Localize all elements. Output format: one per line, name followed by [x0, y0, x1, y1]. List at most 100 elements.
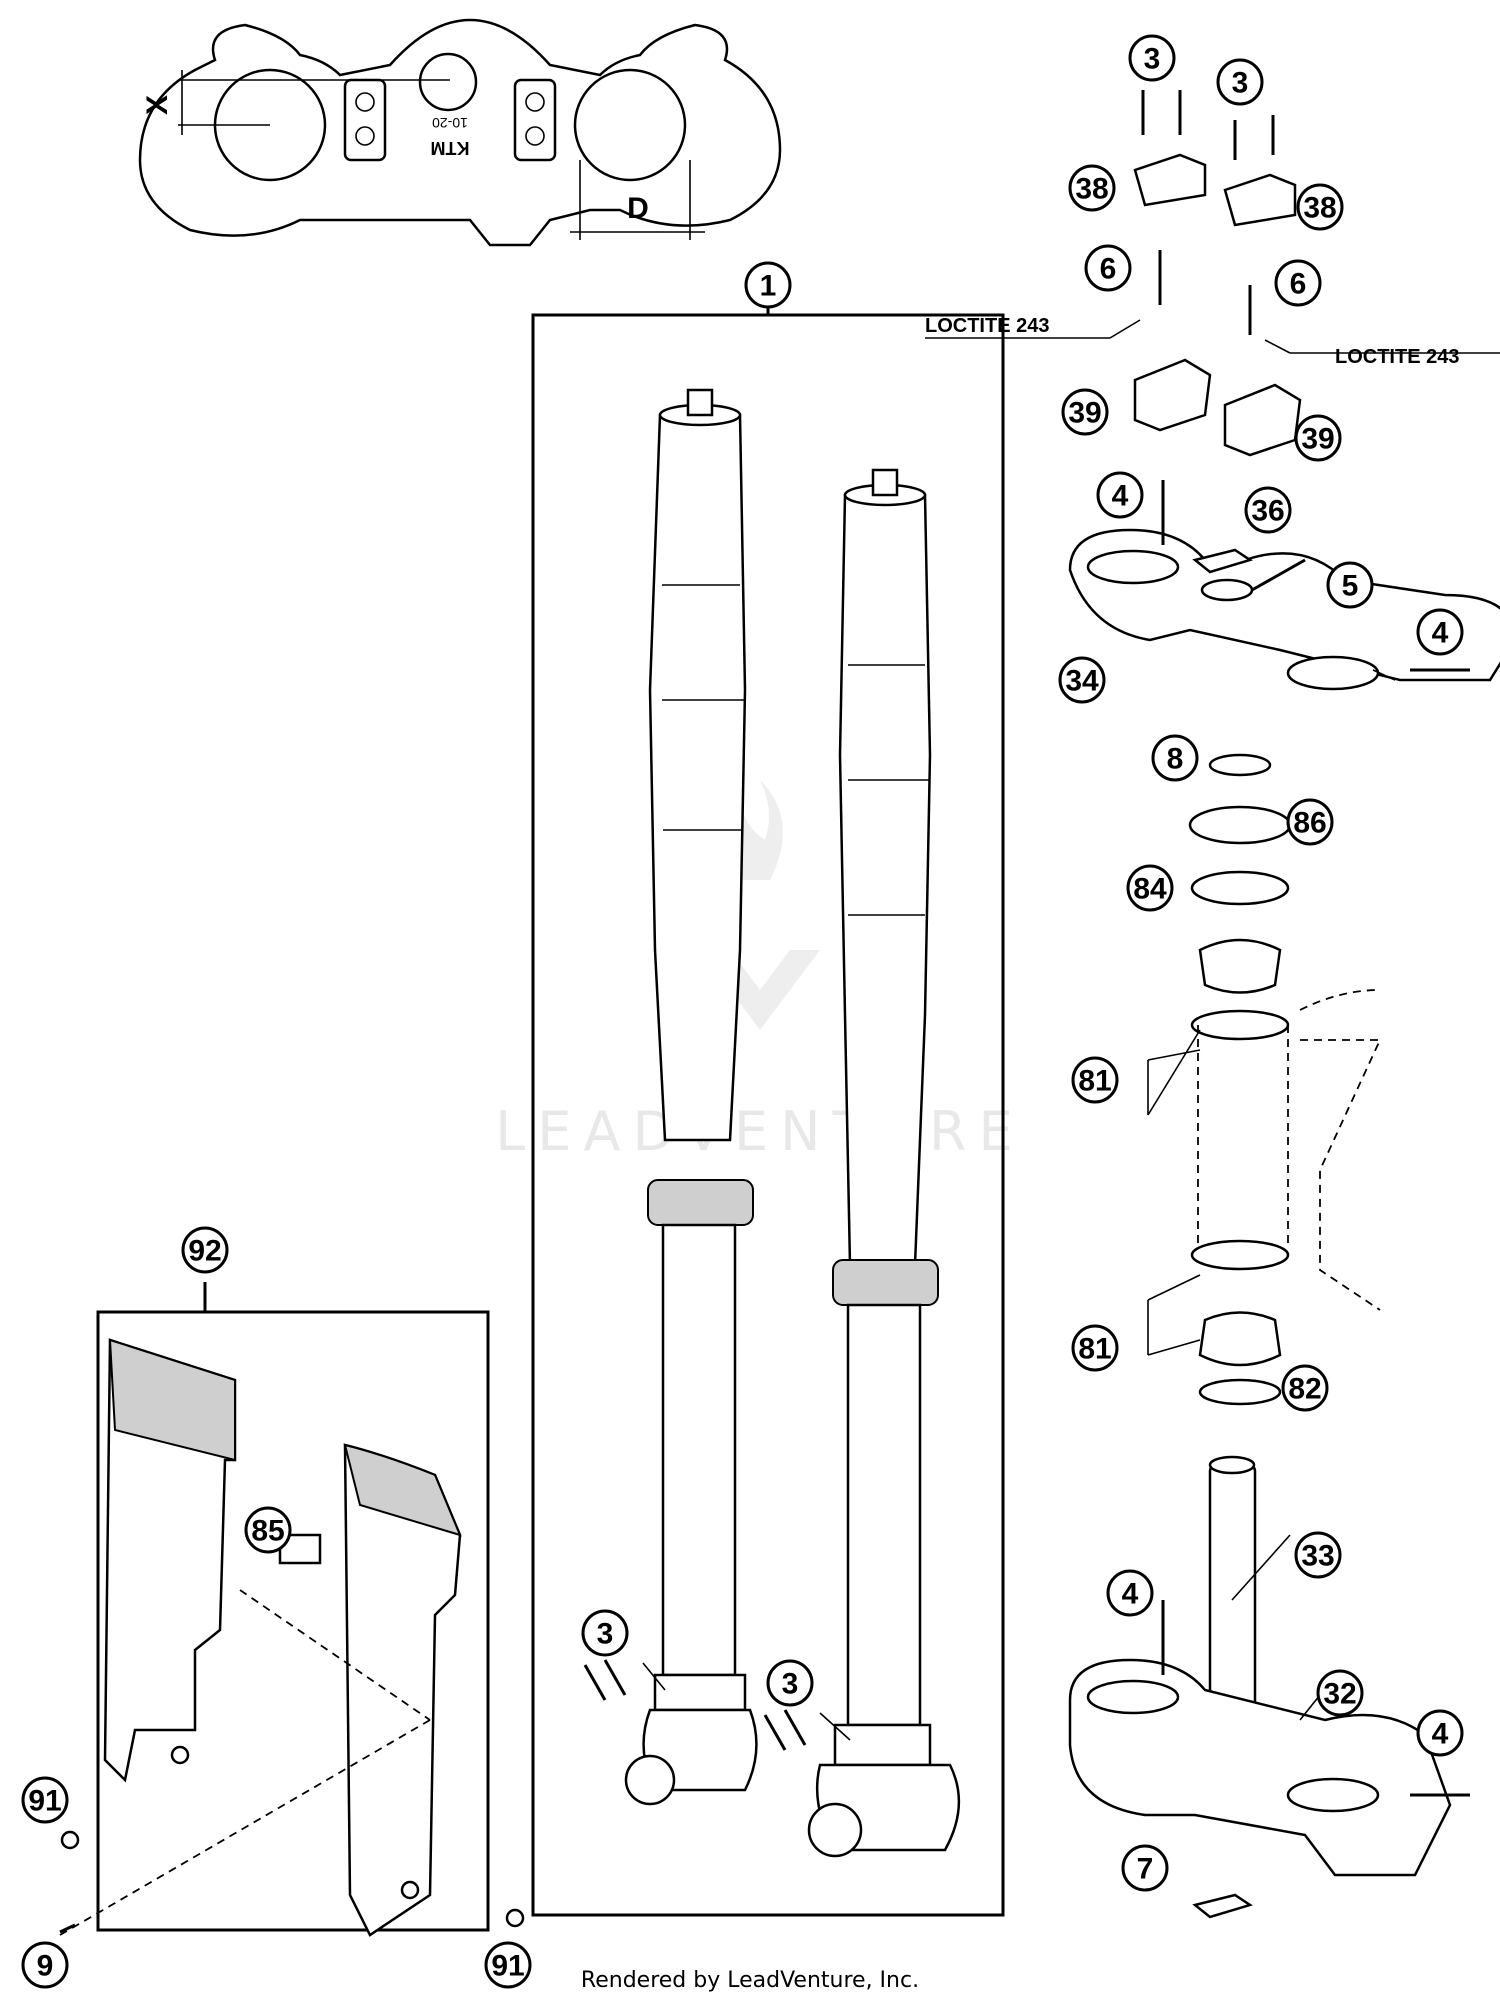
callout-circle — [1281, 1364, 1329, 1412]
callout-circle — [1058, 656, 1106, 704]
axle-clamp-bolts-right — [763, 1709, 807, 1751]
callout-circle — [21, 1776, 69, 1824]
callout-3c: 3 — [581, 1609, 629, 1657]
callout-circle — [1096, 471, 1144, 519]
callout-number: 7 — [1137, 1853, 1154, 1886]
callout-number: 9 — [37, 1950, 54, 1983]
callout-number: 3 — [1144, 43, 1161, 76]
callout-circle — [1068, 164, 1116, 212]
callout-circle — [1326, 561, 1374, 609]
callout-number: 85 — [251, 1515, 284, 1548]
callout-6b: 6 — [1274, 259, 1322, 307]
callout-81b: 81 — [1071, 1324, 1119, 1372]
screw-91-right — [505, 1908, 525, 1928]
lower-triple-clamp — [1068, 1658, 1452, 1877]
callout-number: 4 — [1112, 480, 1129, 513]
callout-32: 32 — [1316, 1669, 1364, 1717]
callout-number: 3 — [782, 1668, 799, 1701]
callout-82: 82 — [1281, 1364, 1329, 1412]
callout-39a: 39 — [1061, 388, 1109, 436]
fork-guard-right — [343, 1443, 462, 1937]
callout-circle — [1416, 608, 1464, 656]
nut-7 — [1192, 1893, 1253, 1919]
handlebar-clamp-left — [1133, 153, 1207, 207]
callout-number: 81 — [1078, 1333, 1111, 1366]
callout-number: 34 — [1065, 665, 1099, 698]
clamp-bolts-3 — [1141, 90, 1275, 160]
callout-circle — [181, 1226, 229, 1274]
screw-91-left — [60, 1830, 80, 1850]
callout-number: 38 — [1303, 192, 1336, 225]
callout-number: 1 — [760, 270, 777, 303]
callout-circle — [1296, 183, 1344, 231]
callout-circle — [766, 1659, 814, 1707]
callout-circle — [1151, 734, 1199, 782]
callout-number: 6 — [1290, 268, 1307, 301]
callout-number: 6 — [1100, 253, 1117, 286]
clamp-logo: KTM — [431, 138, 470, 158]
callout-number: 3 — [1232, 67, 1249, 100]
callout-circle — [1294, 1531, 1342, 1579]
callout-8: 8 — [1151, 734, 1199, 782]
callout-6a: 6 — [1084, 244, 1132, 292]
callout-circle — [1416, 1709, 1464, 1757]
washer-86 — [1188, 805, 1292, 845]
callout-91a: 91 — [21, 1776, 69, 1824]
callout-number: 82 — [1288, 1373, 1321, 1406]
callout-number: 36 — [1251, 495, 1284, 528]
callout-81a: 81 — [1071, 1056, 1119, 1104]
callout-5: 5 — [1326, 561, 1374, 609]
callout-38a: 38 — [1068, 164, 1116, 212]
callout-1: 1 — [744, 261, 792, 309]
dimension-x-label: X — [141, 95, 174, 115]
callout-circle — [1061, 388, 1109, 436]
callout-number: 84 — [1133, 873, 1167, 906]
fork-leg-left — [624, 388, 758, 1806]
callout-38b: 38 — [1296, 183, 1344, 231]
callout-circle — [1071, 1324, 1119, 1372]
callout-circle — [244, 1506, 292, 1554]
loctite-label-right: LOCTITE 243 — [1335, 346, 1459, 368]
fork-guard-frame — [96, 1310, 490, 1932]
callout-91b: 91 — [484, 1941, 532, 1989]
callout-36: 36 — [1244, 486, 1292, 534]
callout-circle — [1316, 1669, 1364, 1717]
bearing-81-upper — [1198, 938, 1282, 994]
seal-82 — [1198, 1378, 1282, 1406]
callout-number: 39 — [1301, 423, 1334, 456]
callout-circle — [1126, 864, 1174, 912]
callout-84: 84 — [1126, 864, 1174, 912]
callout-4a: 4 — [1096, 471, 1144, 519]
callout-3a: 3 — [1128, 34, 1176, 82]
callout-39b: 39 — [1294, 414, 1342, 462]
callout-circle — [744, 261, 792, 309]
axle-clamp-bolts-left — [583, 1659, 627, 1701]
callout-circle — [581, 1609, 629, 1657]
callout-number: 39 — [1068, 397, 1101, 430]
callout-number: 38 — [1075, 173, 1108, 206]
watermark-text: LEADVENTURE — [495, 1100, 1024, 1163]
callout-number: 91 — [28, 1785, 61, 1818]
callout-3b: 3 — [1216, 58, 1264, 106]
callout-circle — [1274, 259, 1322, 307]
loctite-label-left: LOCTITE 243 — [925, 315, 1049, 337]
bearing-81-lower — [1198, 1311, 1282, 1367]
callout-9: 9 — [21, 1941, 69, 1989]
callout-3d: 3 — [766, 1659, 814, 1707]
callout-number: 92 — [188, 1235, 221, 1268]
callout-circle — [1084, 244, 1132, 292]
callout-circle — [484, 1941, 532, 1989]
callout-number: 4 — [1122, 1578, 1139, 1611]
callout-92: 92 — [181, 1226, 229, 1274]
handlebar-clamp-right — [1223, 173, 1297, 227]
callout-number: 4 — [1432, 1718, 1449, 1751]
callout-4d: 4 — [1416, 1709, 1464, 1757]
cap-36 — [1192, 548, 1253, 574]
callout-number: 3 — [597, 1618, 614, 1651]
fork-guard-left — [103, 1338, 237, 1783]
callout-circle — [1128, 34, 1176, 82]
callout-85: 85 — [244, 1506, 292, 1554]
callout-86: 86 — [1286, 798, 1334, 846]
